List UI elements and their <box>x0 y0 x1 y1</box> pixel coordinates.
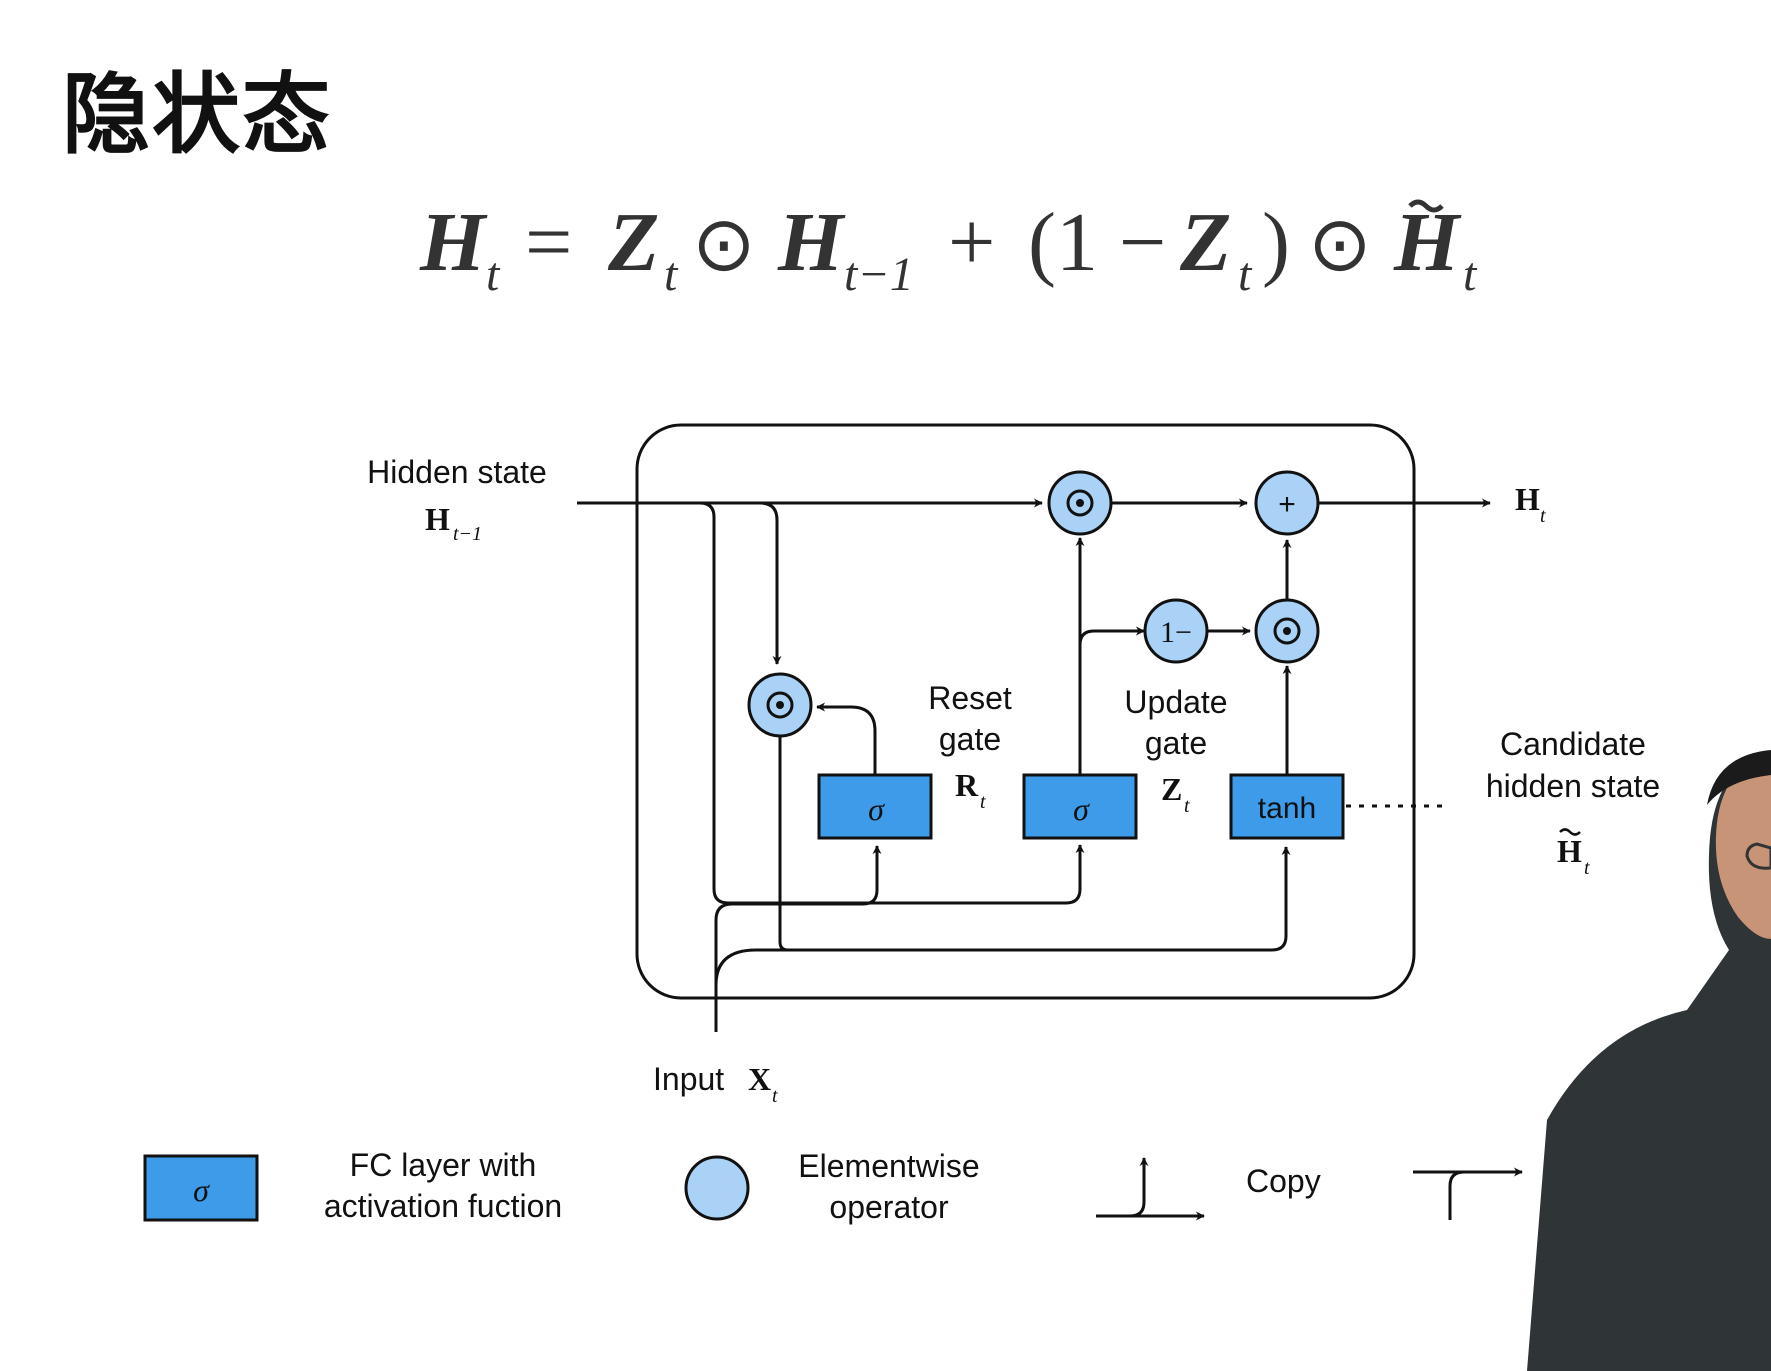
input-label: Input <box>653 1061 724 1097</box>
legend: σ FC layer with activation fuction Eleme… <box>143 1147 1601 1225</box>
cell-boundary <box>635 423 1416 1000</box>
candidate-tilde-mark <box>1559 828 1581 836</box>
eq-sub-t: t <box>664 248 679 301</box>
reset-fc-box <box>817 773 933 840</box>
update-gate-label-2: gate <box>1145 725 1207 761</box>
plus-circle <box>1254 470 1320 536</box>
candidate-tanh: tanh <box>1258 792 1316 825</box>
h-out-symbol: H <box>1515 481 1540 517</box>
candidate-symbol: H <box>1557 833 1582 869</box>
eq-plus: + <box>948 196 995 289</box>
update-symbol: Z <box>1161 771 1182 807</box>
reset-fc-to-mult <box>816 702 877 774</box>
hidden-state-label: Hidden state <box>367 454 547 490</box>
candidate-fc-box <box>1229 773 1345 840</box>
update-to-one-minus <box>1078 626 1145 665</box>
eq-one-minus: (1 − <box>1028 196 1166 289</box>
reset-mult-to-candidate <box>778 735 789 952</box>
reset-gate-label-1: Reset <box>928 680 1012 716</box>
eq-odot: ⊙ <box>692 203 756 287</box>
eq-equals: = <box>525 196 572 289</box>
eq-tilde-mark <box>1408 199 1444 213</box>
h-out-subscript: t <box>1540 505 1546 527</box>
h-prev-symbol: H <box>425 501 450 537</box>
eq-H: H <box>419 196 488 289</box>
eq-sub-t-minus-1: t−1 <box>844 248 914 301</box>
h-branch-to-reset-mult <box>759 501 782 665</box>
reset-gate-label-2: gate <box>939 721 1001 757</box>
reset-subscript: t <box>980 791 986 813</box>
legend-fc-text-2: activation fuction <box>324 1188 562 1224</box>
candidate-subscript: t <box>1584 857 1590 879</box>
presenter-video-overlay <box>1527 750 1771 1371</box>
eq-sub-t: t <box>1238 248 1253 301</box>
update-sigma: σ <box>1073 791 1090 827</box>
legend-copy-text: Copy <box>1246 1163 1321 1199</box>
eq-sub-t: t <box>1463 248 1478 301</box>
eq-odot: ⊙ <box>1308 203 1372 287</box>
to-reset-fc <box>714 845 882 921</box>
update-subscript: t <box>1184 795 1190 817</box>
eq-sub-t: t <box>486 248 501 301</box>
input-subscript: t <box>772 1085 778 1107</box>
eq-Z: Z <box>1179 196 1231 289</box>
slide-title: 隐状态 <box>62 63 333 166</box>
update-gate-label-1: Update <box>1124 684 1227 720</box>
legend-elementwise-text-1: Elementwise <box>798 1148 979 1184</box>
legend-fc-sigma: σ <box>193 1172 210 1208</box>
reset-symbol: R <box>955 767 979 803</box>
h-branch-to-gates <box>699 501 729 905</box>
legend-concat-arrow-vertical <box>1448 1170 1465 1220</box>
plus-glyph: + <box>1278 488 1296 521</box>
reset-sigma: σ <box>868 791 885 827</box>
h-prev-subscript: t−1 <box>453 523 482 545</box>
legend-fc-box <box>143 1154 259 1222</box>
to-candidate-fc <box>714 846 1291 986</box>
one-minus-circle <box>1143 598 1209 664</box>
one-minus-glyph: 1− <box>1160 616 1192 649</box>
legend-copy-arrow-vertical <box>1129 1157 1149 1218</box>
eq-Z: Z <box>607 196 659 289</box>
legend-elementwise-circle <box>684 1155 750 1221</box>
hidden-state-equation: H t = Z t ⊙ H t−1 + (1 − Z t ) ⊙ H t <box>419 196 1478 301</box>
to-update-fc <box>1065 844 1085 905</box>
eq-close-paren: ) <box>1262 196 1290 289</box>
input-symbol: X <box>748 1061 771 1097</box>
candidate-label-1: Candidate <box>1500 726 1646 762</box>
candidate-label-2: hidden state <box>1486 768 1660 804</box>
odot-glyphs <box>766 489 1301 719</box>
eq-H: H <box>777 196 846 289</box>
legend-fc-text-1: FC layer with <box>350 1147 537 1183</box>
update-fc-box <box>1022 773 1138 840</box>
eq-H-tilde: H <box>1393 196 1462 289</box>
legend-elementwise-text-2: operator <box>829 1189 949 1225</box>
